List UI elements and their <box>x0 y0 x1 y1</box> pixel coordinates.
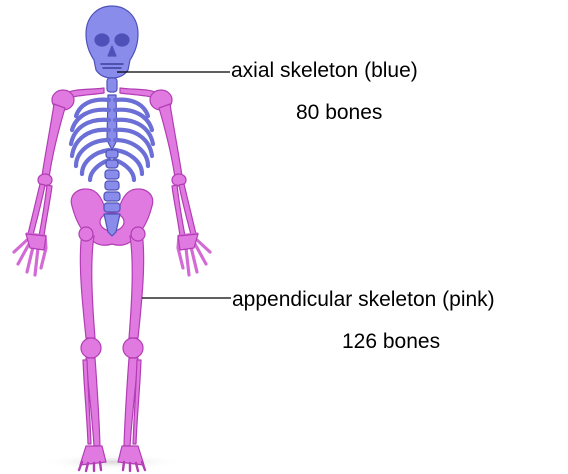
left-foot <box>80 446 106 465</box>
right-humerus <box>159 104 182 178</box>
left-eye-socket <box>95 34 109 46</box>
left-humerus <box>42 104 65 178</box>
left-palm <box>26 234 46 250</box>
right-foot <box>118 446 144 465</box>
axial-skeleton-label: axial skeleton (blue) <box>231 59 418 83</box>
skull <box>86 6 138 78</box>
ground-shadow <box>42 454 182 470</box>
right-femur <box>129 232 144 338</box>
appendicular-skeleton-label: appendicular skeleton (pink) <box>232 288 495 312</box>
axial-bone-count: 80 bones <box>296 101 382 125</box>
cervical-spine <box>107 78 117 92</box>
left-knee <box>81 338 101 358</box>
right-eye-socket <box>115 34 129 46</box>
right-knee <box>123 338 143 358</box>
left-femur <box>80 232 95 338</box>
right-palm <box>178 234 198 250</box>
appendicular-bone-count: 126 bones <box>342 330 440 354</box>
left-femur-head <box>79 227 93 241</box>
right-femur-head <box>131 227 145 241</box>
